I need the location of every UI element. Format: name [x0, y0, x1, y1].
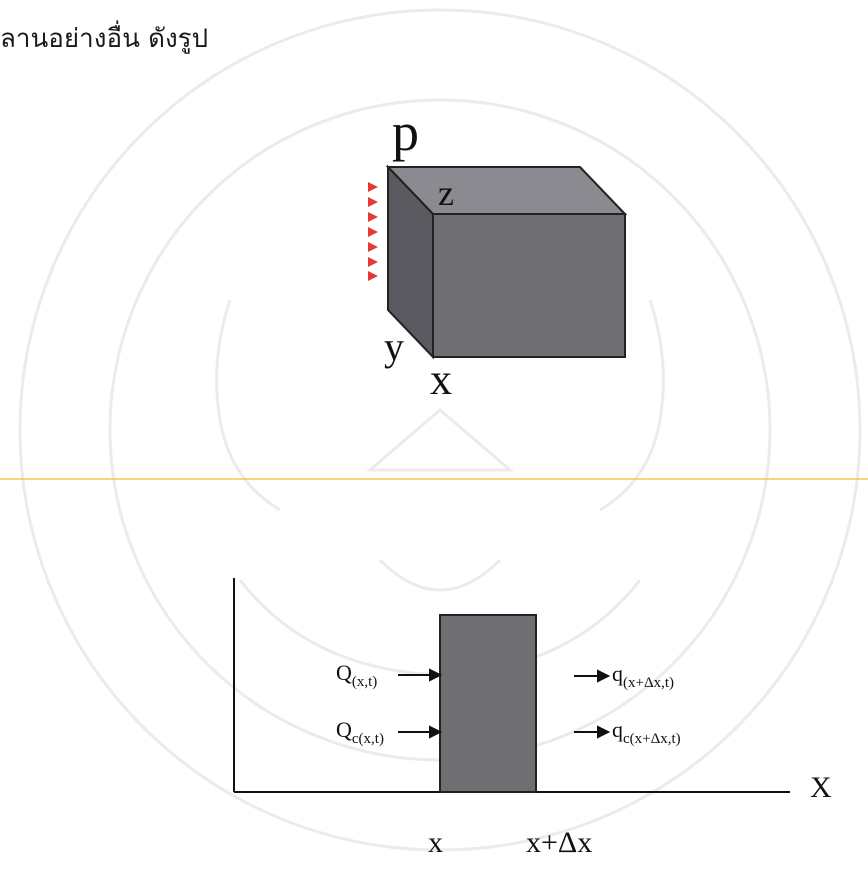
label-z: z [438, 173, 454, 213]
outflow-arrows [574, 669, 611, 739]
label-p: p [392, 102, 419, 162]
tick-label-x-plus-dx: x+Δx [526, 826, 592, 859]
label-y: y [384, 324, 404, 369]
control-volume-box [385, 164, 628, 360]
axis-label-X: X [810, 771, 832, 804]
heat-arrows [278, 182, 378, 281]
label-Qc-xt: Qc(x,t) [336, 717, 384, 747]
label-x: x [430, 355, 452, 404]
inflow-arrows [398, 668, 443, 739]
label-qc-xdx: qc(x+Δx,t) [612, 717, 681, 747]
heading-text: ลานอย่างอื่น ดังรูป [0, 24, 209, 54]
element-slab [439, 614, 537, 793]
label-Q-xt: Q(x,t) [336, 660, 377, 690]
label-q-xdx: q(x+Δx,t) [612, 661, 674, 691]
tick-label-x: x [428, 826, 443, 859]
